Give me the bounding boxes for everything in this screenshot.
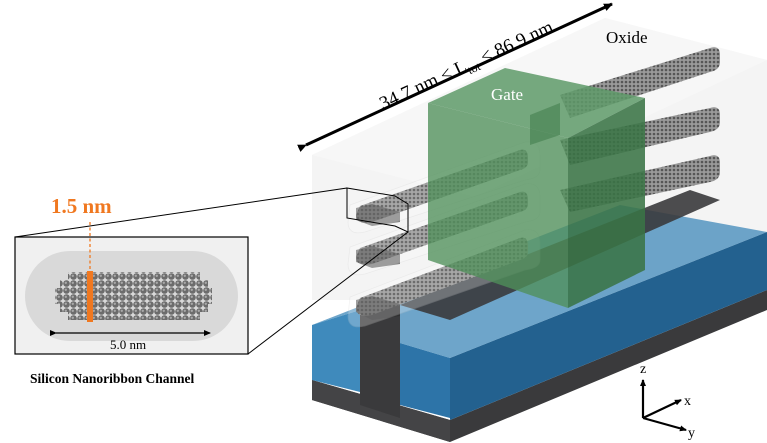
length-dimension-arrow (297, 2, 613, 152)
thickness-highlight (87, 271, 93, 322)
zoom-indicator (14, 187, 409, 355)
gate-label: Gate (491, 85, 523, 104)
axes-indicator (640, 379, 687, 432)
oxide-label: Oxide (606, 28, 648, 47)
inset-panel (14, 222, 249, 355)
thickness-label: 1.5 nm (51, 194, 112, 218)
substrate-left-block (312, 310, 360, 392)
substrate-right-block (450, 232, 767, 420)
inset-atoms (55, 272, 212, 320)
z-axis-label: z (640, 362, 646, 377)
x-axis-arrow (642, 399, 682, 419)
y-axis-arrow (642, 416, 687, 432)
inset-caption: Silicon Nanoribbon Channel (30, 371, 195, 386)
connector-line-bottom (247, 231, 409, 355)
width-label: 5.0 nm (110, 337, 146, 352)
y-axis-label: y (688, 426, 695, 441)
connector-line-top (14, 187, 348, 238)
x-axis-label: x (684, 394, 691, 409)
substrate-trench (360, 305, 400, 418)
